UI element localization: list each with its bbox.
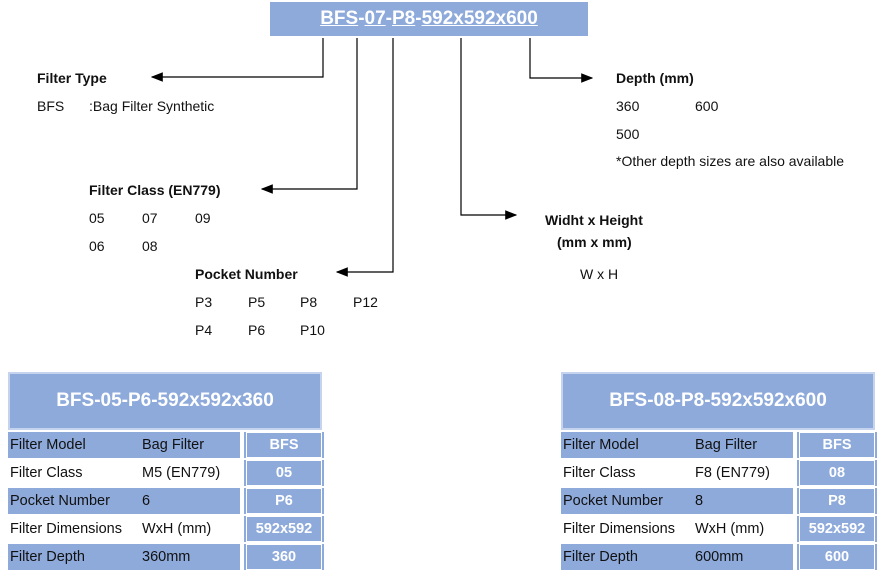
row-value: M5 (EN779): [140, 460, 240, 486]
arrow-filter-class: [260, 38, 358, 194]
row-code: BFS: [799, 432, 875, 458]
table-row: Pocket Number 6 P6: [8, 488, 324, 514]
filter-class-value: 07: [142, 210, 158, 226]
arrow-filter-type: [150, 38, 324, 82]
size-value: W x H: [580, 266, 619, 282]
filter-type-title: Filter Type: [37, 70, 107, 86]
filter-class-value: 05: [89, 210, 105, 226]
size-unit: (mm x mm): [557, 234, 632, 250]
depth-note: *Other depth sizes are also available: [616, 153, 845, 169]
table-row: Filter Class M5 (EN779) 05: [8, 460, 324, 486]
row-value: WxH (mm): [140, 516, 240, 542]
row-code: 592x592: [799, 516, 875, 542]
code-sep: -: [385, 8, 392, 29]
row-value: Bag Filter: [140, 432, 240, 458]
filter-class-title: Filter Class (EN779): [89, 182, 221, 198]
row-label: Filter Depth: [561, 544, 693, 570]
spec-table: Filter Model Bag Filter BFS Filter Class…: [561, 430, 877, 572]
pocket-value: P8: [300, 294, 318, 310]
row-label: Pocket Number: [561, 488, 693, 514]
table-row: Filter Class F8 (EN779) 08: [561, 460, 877, 486]
row-label: Filter Model: [561, 432, 693, 458]
pocket-value: P3: [195, 294, 213, 310]
code-sep: -: [358, 8, 365, 29]
pocket-value: P5: [248, 294, 266, 310]
row-value: 360mm: [140, 544, 240, 570]
row-code: BFS: [246, 432, 322, 458]
depth-title: Depth (mm): [616, 70, 694, 86]
pocket-value: P10: [300, 322, 325, 338]
depth-value: 600: [695, 98, 719, 114]
filter-class-value: 06: [89, 238, 105, 254]
row-value: WxH (mm): [693, 516, 793, 542]
spec-card-2: BFS-08-P8-592x592x600 Filter Model Bag F…: [561, 372, 877, 572]
row-value: 8: [693, 488, 793, 514]
pocket-value: P12: [353, 294, 378, 310]
row-label: Filter Depth: [8, 544, 140, 570]
code-sep: -: [415, 8, 422, 29]
arrow-depth: [529, 38, 594, 83]
row-code: 360: [246, 544, 322, 570]
row-value: 600mm: [693, 544, 793, 570]
arrow-size: [460, 38, 518, 220]
row-code: P6: [246, 488, 322, 514]
pocket-value: P6: [248, 322, 266, 338]
table-row: Pocket Number 8 P8: [561, 488, 877, 514]
table-row: Filter Model Bag Filter BFS: [561, 432, 877, 458]
product-code-banner: BFS-07-P8-592x592x600: [270, 2, 588, 36]
row-code: 600: [799, 544, 875, 570]
filter-class-value: 08: [142, 238, 158, 254]
table-row: Filter Model Bag Filter BFS: [8, 432, 324, 458]
row-value: Bag Filter: [693, 432, 793, 458]
pocket-number-title: Pocket Number: [195, 266, 298, 282]
pocket-value: P4: [195, 322, 213, 338]
filter-class-value: 09: [195, 210, 211, 226]
row-label: Filter Model: [8, 432, 140, 458]
row-label: Pocket Number: [8, 488, 140, 514]
code-part-size: 592x592x600: [421, 8, 538, 29]
row-code: 08: [799, 460, 875, 486]
table-row: Filter Depth 360mm 360: [8, 544, 324, 570]
code-part-pocket: P8: [391, 8, 416, 29]
arrow-pocket-number: [335, 38, 394, 277]
row-label: Filter Dimensions: [561, 516, 693, 542]
row-label: Filter Dimensions: [8, 516, 140, 542]
table-row: Filter Dimensions WxH (mm) 592x592: [8, 516, 324, 542]
table-row: Filter Depth 600mm 600: [561, 544, 877, 570]
filter-type-desc: :Bag Filter Synthetic: [89, 98, 215, 114]
code-part-class: 07: [364, 8, 386, 29]
row-value: 6: [140, 488, 240, 514]
row-code: P8: [799, 488, 875, 514]
depth-value: 500: [616, 126, 640, 142]
row-code: 05: [246, 460, 322, 486]
spec-card-1: BFS-05-P6-592x592x360 Filter Model Bag F…: [8, 372, 324, 572]
size-title: Widht x Height: [545, 212, 643, 228]
row-label: Filter Class: [561, 460, 693, 486]
row-value: F8 (EN779): [693, 460, 793, 486]
table-row: Filter Dimensions WxH (mm) 592x592: [561, 516, 877, 542]
card-title: BFS-05-P6-592x592x360: [8, 372, 322, 430]
card-title: BFS-08-P8-592x592x600: [561, 372, 875, 430]
depth-value: 360: [616, 98, 640, 114]
spec-table: Filter Model Bag Filter BFS Filter Class…: [8, 430, 324, 572]
filter-type-code: BFS: [37, 98, 65, 114]
row-label: Filter Class: [8, 460, 140, 486]
row-code: 592x592: [246, 516, 322, 542]
code-part-type: BFS: [320, 8, 359, 29]
